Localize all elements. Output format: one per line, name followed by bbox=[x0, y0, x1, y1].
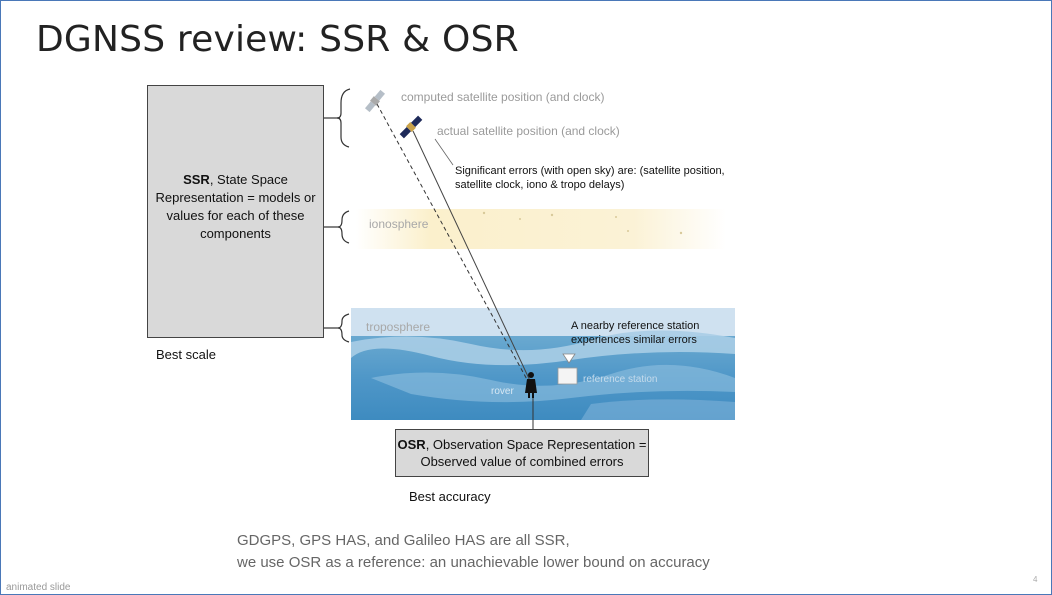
computed-signal-path bbox=[376, 103, 531, 386]
reference-station-label: reference station bbox=[583, 374, 658, 385]
osr-abbr: OSR bbox=[397, 437, 426, 452]
actual-satellite-label: actual satellite position (and clock) bbox=[437, 124, 620, 138]
satellite-icon bbox=[364, 89, 386, 113]
animated-slide-tag: animated slide bbox=[6, 582, 71, 593]
ssr-box bbox=[147, 85, 324, 338]
ssr-description: SSR, State Space Representation = models… bbox=[155, 171, 316, 243]
ionosphere-band bbox=[356, 209, 726, 249]
best-scale-caption: Best scale bbox=[156, 347, 216, 362]
errors-pointer bbox=[434, 138, 454, 166]
surface-texture bbox=[351, 330, 735, 420]
ionosphere-specks bbox=[482, 211, 683, 235]
troposphere-band bbox=[351, 308, 735, 420]
actual-signal-path bbox=[412, 130, 533, 386]
page-number: 4 bbox=[1033, 575, 1038, 584]
satellite-icon bbox=[399, 115, 423, 139]
ssr-description-text: , State Space Representation = models or… bbox=[155, 172, 316, 241]
errors-note: Significant errors (with open sky) are: … bbox=[455, 165, 725, 191]
computed-satellite-label: computed satellite position (and clock) bbox=[401, 90, 605, 104]
layer-brackets bbox=[324, 88, 351, 343]
osr-description: OSR, Observation Space Representation = … bbox=[395, 436, 649, 470]
slide-title: DGNSS review: SSR & OSR bbox=[36, 19, 519, 60]
reference-note: A nearby reference station experiences s… bbox=[571, 320, 700, 346]
ssr-abbr: SSR bbox=[183, 172, 210, 187]
bottom-note-line-2: we use OSR as a reference: an unachievab… bbox=[237, 554, 710, 571]
troposphere-label: troposphere bbox=[366, 320, 431, 334]
antenna-icon bbox=[557, 353, 578, 385]
rover-label: rover bbox=[491, 386, 514, 397]
bottom-note-line-1: GDGPS, GPS HAS, and Galileo HAS are all … bbox=[237, 532, 570, 549]
best-accuracy-caption: Best accuracy bbox=[409, 489, 491, 504]
osr-description-text: , Observation Space Representation = Obs… bbox=[420, 437, 647, 469]
osr-box bbox=[395, 429, 649, 477]
ionosphere-label: ionosphere bbox=[369, 217, 429, 231]
person-icon bbox=[525, 372, 537, 398]
